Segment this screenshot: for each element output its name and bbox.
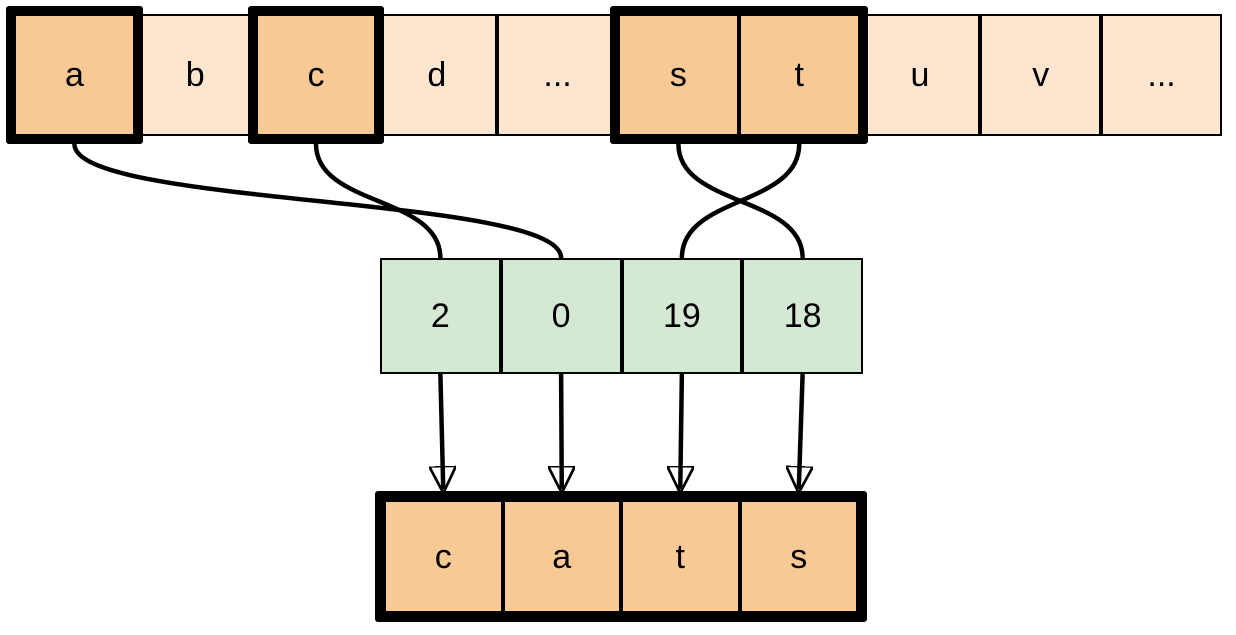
index-cell-0[interactable]: 2	[380, 258, 501, 374]
curve-links	[72, 143, 805, 259]
output-cell-2[interactable]: t	[621, 500, 740, 613]
arrow-index-0-to-out-0	[440, 373, 443, 489]
output-cell-0[interactable]: c	[384, 500, 503, 613]
alphabet-cell-5[interactable]: s	[618, 14, 739, 136]
alphabet-cell-2[interactable]: c	[255, 14, 377, 136]
arrow-index-1-to-out-1	[561, 373, 562, 489]
link-t-to-index-2	[679, 143, 802, 259]
output-cell-1[interactable]: a	[502, 500, 621, 613]
arrow-index-2-to-out-2	[680, 373, 682, 489]
alphabet-cell-0[interactable]: a	[14, 14, 135, 136]
output-cell-3[interactable]: s	[739, 500, 858, 613]
arrow-index-3-to-out-3	[799, 373, 803, 489]
link-c-to-index-0	[313, 143, 443, 259]
link-s-to-index-3	[676, 143, 805, 259]
alphabet-cell-7[interactable]: u	[859, 14, 981, 136]
alphabet-cell-6[interactable]: t	[738, 14, 860, 136]
index-cell-3[interactable]: 18	[742, 258, 863, 374]
index-cell-1[interactable]: 0	[500, 258, 622, 374]
alphabet-cell-9[interactable]: ...	[1101, 14, 1222, 136]
alphabet-cell-3[interactable]: d	[376, 14, 498, 136]
index-cell-2[interactable]: 19	[621, 258, 743, 374]
alphabet-cell-4[interactable]: ...	[497, 14, 618, 136]
link-a-to-index-1	[72, 143, 564, 259]
arrow-links	[440, 373, 803, 489]
alphabet-cell-8[interactable]: v	[980, 14, 1102, 136]
alphabet-cell-1[interactable]: b	[134, 14, 256, 136]
